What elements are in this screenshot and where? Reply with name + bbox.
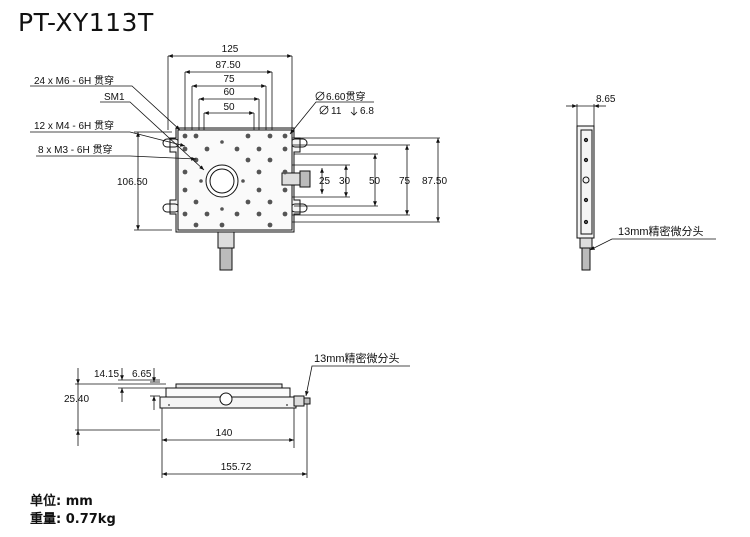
- dim-125: 125: [222, 44, 239, 55]
- weight-line: 重量: 0.77kg: [30, 512, 116, 527]
- dim-106-50: 106.50: [117, 177, 148, 188]
- center-aperture-inner: [209, 168, 235, 194]
- callout-sm1: SM1: [104, 92, 125, 103]
- front-dim-25-40: 25.40: [64, 394, 89, 405]
- dim-25: 25: [319, 176, 331, 187]
- hole-spec-2-depth: 6.8: [360, 106, 374, 117]
- side-callout-micrometer: 13mm精密微分头: [618, 224, 704, 238]
- top-dimensions: [167, 54, 293, 130]
- units-block: 单位: mm 重量: 0.77kg: [30, 493, 116, 529]
- front-callout-micrometer: 13mm精密微分头: [314, 351, 400, 365]
- dim-50-right: 50: [369, 176, 381, 187]
- dim-30: 30: [339, 176, 351, 187]
- micrometer-knob: [219, 247, 233, 271]
- dim-75: 75: [223, 74, 235, 85]
- front-dimensions: [75, 365, 410, 478]
- hole-pattern: [182, 133, 288, 228]
- dim-50: 50: [223, 102, 235, 113]
- dim-75-right: 75: [399, 176, 411, 187]
- callout-leaders: [30, 85, 205, 171]
- front-dim-155-72: 155.72: [221, 462, 252, 473]
- drawing-title: PT-XY113T: [18, 8, 154, 37]
- front-dim-6-65: 6.65: [132, 369, 152, 380]
- unit-line: 单位: mm: [30, 494, 93, 509]
- micrometer-body: [217, 231, 235, 249]
- side-view: [566, 104, 716, 271]
- hole-spec-2: 11: [331, 106, 342, 117]
- dim-60: 60: [223, 87, 235, 98]
- micrometer-knob: [299, 170, 311, 188]
- dim-87-50: 87.50: [215, 60, 240, 71]
- front-view: [159, 383, 311, 409]
- callout-m6: 24 x M6 - 6H 贯穿: [34, 74, 114, 87]
- right-dimensions: [292, 137, 440, 223]
- front-dim-140: 140: [216, 428, 233, 439]
- callout-m3: 8 x M3 - 6H 贯穿: [38, 143, 112, 156]
- hole-spec-1: 6.60贯穿: [326, 90, 365, 103]
- dim-87-50-right: 87.50: [422, 176, 447, 187]
- side-dim-8-65: 8.65: [596, 94, 616, 105]
- callout-m4: 12 x M4 - 6H 贯穿: [34, 119, 114, 132]
- center-aperture: [205, 164, 239, 198]
- hole-spec-leader: [289, 91, 374, 135]
- left-dimension: [134, 131, 172, 231]
- front-dim-14-15: 14.15: [94, 369, 119, 380]
